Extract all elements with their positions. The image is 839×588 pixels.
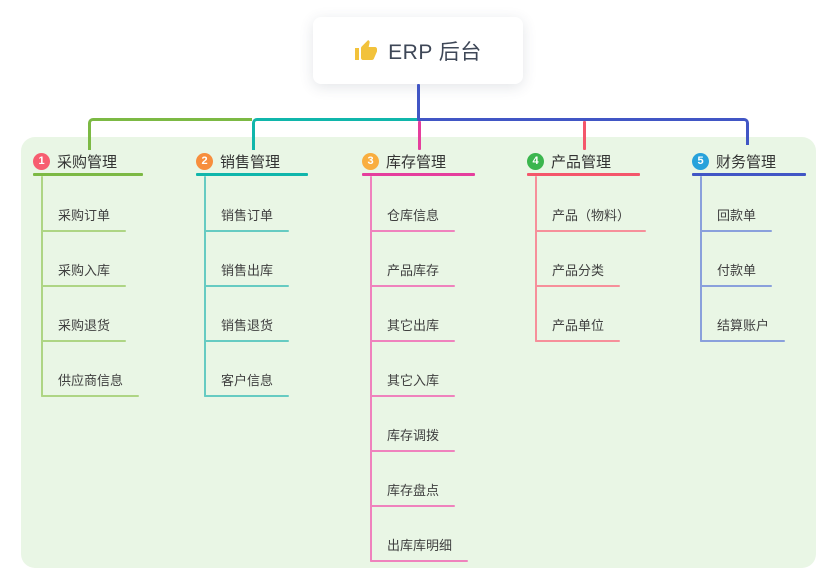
- child-underline-sales-0: [204, 230, 289, 232]
- branch-underline-purchase: [33, 173, 143, 176]
- child-node-purchase-1[interactable]: 采购入库: [58, 263, 111, 278]
- child-node-finance-2[interactable]: 结算账户: [717, 318, 770, 333]
- child-underline-inventory-6: [370, 560, 468, 562]
- connector-bus-finance: [418, 118, 749, 145]
- child-node-product-0[interactable]: 产品（物料）: [552, 208, 631, 223]
- branch-label-purchase: 采购管理: [57, 153, 118, 171]
- branch-node-purchase[interactable]: 1 采购管理: [33, 148, 143, 174]
- branch-badge-finance: 5: [692, 152, 709, 170]
- child-underline-inventory-4: [370, 450, 455, 452]
- child-underline-finance-1: [700, 285, 772, 287]
- branch-label-inventory: 库存管理: [386, 153, 447, 171]
- branch-node-finance[interactable]: 5 财务管理: [692, 148, 806, 174]
- child-underline-purchase-1: [41, 285, 126, 287]
- connector-bus-purchase: [88, 118, 252, 150]
- child-node-inventory-1[interactable]: 产品库存: [387, 263, 440, 278]
- connector-drop-product: [582, 121, 586, 150]
- connector-bus-sales: [252, 118, 419, 150]
- child-node-sales-2[interactable]: 销售退货: [221, 318, 274, 333]
- branch-node-sales[interactable]: 2 销售管理: [196, 148, 308, 174]
- child-node-inventory-0[interactable]: 仓库信息: [387, 208, 440, 223]
- child-underline-sales-1: [204, 285, 289, 287]
- branch-underline-sales: [196, 173, 308, 176]
- root-label: ERP 后台: [388, 40, 482, 64]
- thumbs-up-icon: [355, 39, 378, 60]
- child-node-inventory-4[interactable]: 库存调拨: [387, 428, 440, 443]
- child-underline-inventory-1: [370, 285, 455, 287]
- child-underline-inventory-3: [370, 395, 455, 397]
- child-node-purchase-3[interactable]: 供应商信息: [58, 373, 124, 388]
- child-underline-sales-2: [204, 340, 289, 342]
- child-underline-finance-2: [700, 340, 785, 342]
- child-node-purchase-0[interactable]: 采购订单: [58, 208, 111, 223]
- child-node-inventory-5[interactable]: 库存盘点: [387, 483, 440, 498]
- child-underline-purchase-0: [41, 230, 126, 232]
- branch-node-product[interactable]: 4 产品管理: [527, 148, 640, 174]
- branch-trunk-inventory: [370, 176, 372, 562]
- branch-label-product: 产品管理: [551, 153, 612, 171]
- child-node-sales-1[interactable]: 销售出库: [221, 263, 274, 278]
- branch-underline-product: [527, 173, 640, 176]
- branch-badge-product: 4: [527, 152, 544, 170]
- child-underline-product-0: [535, 230, 646, 232]
- branch-badge-sales: 2: [196, 152, 213, 170]
- branch-underline-finance: [692, 173, 806, 176]
- child-underline-product-1: [535, 285, 620, 287]
- child-node-purchase-2[interactable]: 采购退货: [58, 318, 111, 333]
- child-underline-product-2: [535, 340, 620, 342]
- child-underline-inventory-2: [370, 340, 455, 342]
- child-underline-purchase-2: [41, 340, 126, 342]
- child-node-inventory-3[interactable]: 其它入库: [387, 373, 440, 388]
- child-node-product-1[interactable]: 产品分类: [552, 263, 605, 278]
- child-node-inventory-6[interactable]: 出库库明细: [387, 538, 453, 553]
- child-underline-inventory-5: [370, 505, 455, 507]
- branch-label-finance: 财务管理: [716, 153, 777, 171]
- child-node-sales-0[interactable]: 销售订单: [221, 208, 274, 223]
- child-underline-sales-3: [204, 395, 289, 397]
- background-panel: [21, 137, 816, 568]
- child-node-sales-3[interactable]: 客户信息: [221, 373, 274, 388]
- branch-badge-inventory: 3: [362, 152, 379, 170]
- branch-badge-purchase: 1: [33, 152, 50, 170]
- branch-underline-inventory: [362, 173, 475, 176]
- branch-label-sales: 销售管理: [220, 153, 281, 171]
- child-node-inventory-2[interactable]: 其它出库: [387, 318, 440, 333]
- branch-trunk-product: [535, 176, 537, 342]
- branch-node-inventory[interactable]: 3 库存管理: [362, 148, 475, 174]
- child-underline-purchase-3: [41, 395, 139, 397]
- connector-drop-inventory: [417, 121, 421, 150]
- child-node-finance-1[interactable]: 付款单: [717, 263, 757, 278]
- child-node-finance-0[interactable]: 回款单: [717, 208, 757, 223]
- child-underline-finance-0: [700, 230, 772, 232]
- connector-root-stem: [417, 84, 420, 121]
- branch-trunk-finance: [700, 176, 702, 342]
- child-node-product-2[interactable]: 产品单位: [552, 318, 605, 333]
- root-node-erp[interactable]: ERP 后台: [313, 17, 523, 84]
- child-underline-inventory-0: [370, 230, 455, 232]
